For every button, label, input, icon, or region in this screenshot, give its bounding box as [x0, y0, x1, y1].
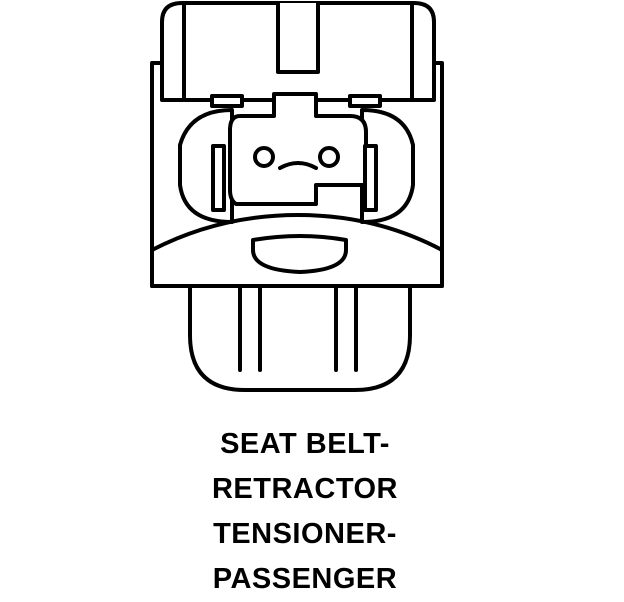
right-notch	[348, 94, 382, 108]
caption-line-4: PASSENGER	[212, 563, 398, 595]
terminal-cavity-1	[253, 146, 275, 168]
caption-line-2: RETRACTOR	[211, 473, 399, 505]
caption-line-1: SEAT BELT-	[220, 428, 390, 460]
keying-crescent	[251, 234, 348, 274]
lock-tab	[276, 1, 320, 74]
connector-face-diagram	[150, 1, 444, 392]
connector-caption: SEAT BELT- RETRACTOR TENSIONER- PASSENGE…	[0, 422, 610, 602]
terminal-cavity-2	[318, 146, 340, 168]
terminal-block	[228, 92, 368, 206]
left-notch	[210, 94, 244, 108]
caption-line-3: TENSIONER-	[213, 518, 397, 550]
lower-terminal-hood	[188, 283, 412, 392]
right-guide-slot	[363, 144, 378, 212]
terminal-block-step	[278, 161, 318, 170]
left-guide-slot	[211, 144, 226, 212]
